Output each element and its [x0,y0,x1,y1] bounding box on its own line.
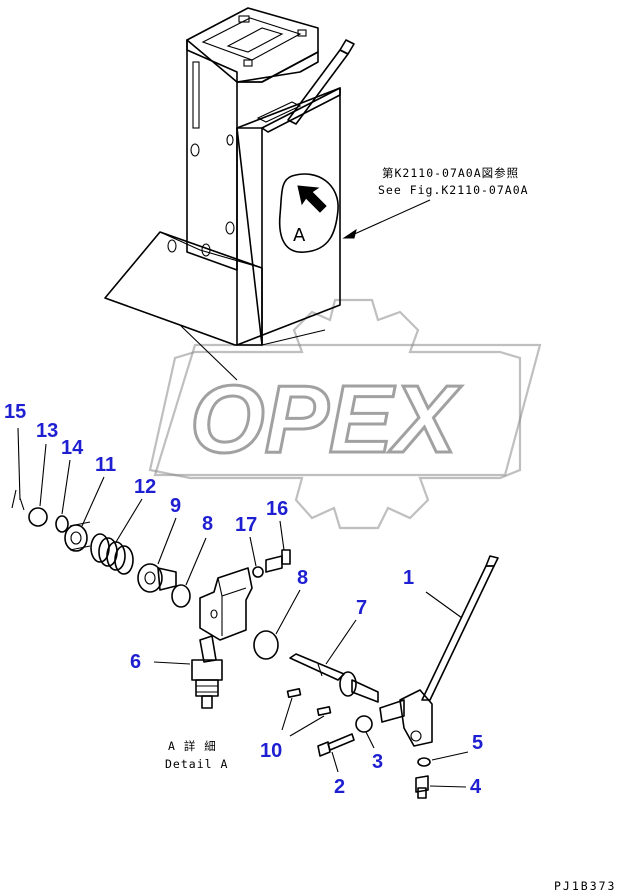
callout-6: 6 [130,651,141,673]
part-2-bolt [317,733,355,757]
callout-17: 17 [235,514,257,536]
callout-10: 10 [260,740,282,762]
part-8-washer-left [171,584,191,608]
watermark: OPEX [148,298,542,530]
callout-5: 5 [472,732,483,754]
part-14-washer [55,515,69,533]
callout-3: 3 [372,751,383,773]
callouts: 1 2 3 4 5 6 7 8 8 9 10 11 12 13 14 15 16… [4,401,483,798]
part-8-washer-right [253,630,279,660]
watermark-plate [153,343,542,477]
callout-14: 14 [61,437,84,459]
part-17-washer [252,566,264,578]
part-12-spring [90,533,134,575]
part-5-washer [417,757,431,767]
callout-8a: 8 [202,513,213,535]
part-3-nut [355,715,373,733]
reference-note-en: See Fig.K2110-07A0A [378,183,529,197]
detail-parts [11,427,499,799]
reference-note: 第K2110-07A0A図参照 See Fig.K2110-07A0A [342,166,529,239]
callout-13: 13 [36,420,58,442]
control-housing [104,7,355,381]
part-bracket [199,567,253,641]
callout-9: 9 [170,495,181,517]
watermark-text: OPEX [190,366,462,473]
leader-arrowhead [342,228,357,239]
callout-16: 16 [266,498,288,520]
callout-2: 2 [334,776,345,798]
callout-12: 12 [134,476,156,498]
part-7-shaft [289,653,379,703]
callout-4: 4 [470,776,482,798]
detail-caption-en: Detail A [165,757,228,771]
part-9-bushing [137,563,177,593]
drawing-code: PJ1B373 [554,879,616,893]
part-10-keys [281,688,332,737]
callout-1: 1 [403,567,414,589]
callout-8b: 8 [297,567,308,589]
detail-caption-jp: A 詳 細 [168,739,217,753]
callout-7: 7 [356,597,367,619]
callout-11: 11 [95,454,116,476]
part-4-bolt [415,775,429,799]
part-6-switch [191,635,223,709]
view-marker-letter: A [293,225,306,246]
view-marker-a: A [278,173,339,253]
callout-15: 15 [4,401,26,423]
part-16-bolt [265,549,291,573]
reference-note-jp: 第K2110-07A0A図参照 [382,166,519,180]
part-13-nut [28,507,48,527]
part-1-lever [379,555,499,747]
part-15-cotter-pin [11,427,25,511]
part-11-spring-seat [64,521,91,552]
arrow-icon [297,185,327,213]
